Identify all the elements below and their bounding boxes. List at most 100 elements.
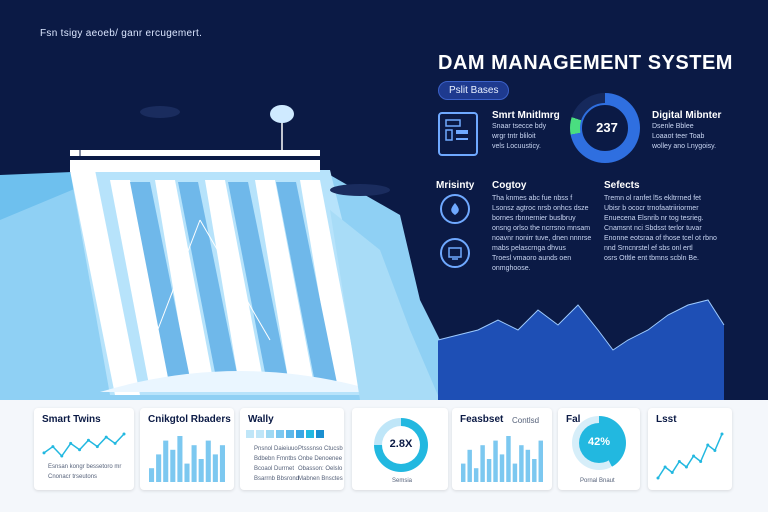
fail-value: 42% bbox=[587, 436, 611, 448]
bar bbox=[191, 445, 197, 482]
data-point bbox=[684, 465, 688, 469]
control-readers-title: Cnikgtol Rbaders bbox=[148, 414, 231, 425]
data-point bbox=[122, 432, 126, 436]
last-title: Lsst bbox=[656, 414, 677, 425]
control-readers-chart bbox=[149, 436, 225, 482]
data-point bbox=[78, 448, 82, 452]
series-line bbox=[43, 433, 125, 458]
bar bbox=[499, 454, 505, 482]
wally-row: Bcoaol Durrnet bbox=[254, 466, 295, 472]
bar bbox=[538, 440, 543, 482]
data-point bbox=[720, 432, 724, 436]
bar bbox=[519, 445, 524, 482]
wally-row: Pnsnol Daieiuuo bbox=[254, 446, 298, 452]
data-point bbox=[42, 451, 46, 455]
wally-title: Wally bbox=[248, 414, 274, 425]
page-title: DAM MANAGEMENT SYSTEM bbox=[438, 52, 733, 74]
fail-title: Fal bbox=[566, 414, 581, 425]
bar bbox=[480, 445, 485, 482]
data-point bbox=[86, 438, 90, 442]
mrisinty-label: Mrisinty bbox=[436, 180, 475, 191]
data-point bbox=[677, 460, 681, 463]
feasibility-chart bbox=[461, 436, 543, 482]
bar bbox=[170, 449, 176, 482]
smart-twins-chart bbox=[42, 432, 126, 458]
feasibility-card[interactable]: Feasbset Contlsd bbox=[452, 408, 552, 490]
wally-row: Bsarrnb Bbsrond bbox=[254, 476, 300, 482]
bar bbox=[473, 468, 479, 482]
ratio-card[interactable]: 2.8X Semsia bbox=[352, 408, 448, 490]
bar bbox=[461, 463, 466, 482]
ratio-ring: 2.8X bbox=[374, 418, 428, 472]
data-point bbox=[713, 449, 717, 452]
fail-caption: Pornal Bnaut bbox=[580, 478, 615, 484]
monitor-icon bbox=[440, 238, 470, 268]
pilot-bases-button[interactable]: Pslit Bases bbox=[438, 81, 510, 100]
feasibility-title: Feasbset bbox=[460, 414, 504, 425]
bar bbox=[525, 449, 531, 482]
wally-squares bbox=[246, 430, 324, 438]
bar bbox=[177, 436, 183, 482]
smart-monitoring-title: Smrt Mnitlmrg bbox=[492, 110, 560, 121]
mountain-graphic bbox=[438, 299, 725, 400]
data-point bbox=[699, 460, 703, 463]
document-icon bbox=[438, 112, 478, 156]
data-point bbox=[656, 476, 660, 480]
bar bbox=[184, 463, 190, 482]
wally-row: Obasson: Oelslo bbox=[298, 466, 343, 472]
legend-item: Esnsan kongr bessetoro mr bbox=[48, 464, 122, 470]
wally-row: Onbe Denoenee bbox=[298, 456, 343, 462]
wally-row: Mabnen Bnsctes bbox=[298, 476, 343, 482]
data-point bbox=[692, 454, 696, 458]
digital-title: Digital Mibnter bbox=[652, 110, 722, 121]
bar bbox=[198, 459, 204, 482]
fail-ring: 42% bbox=[572, 416, 626, 470]
bar bbox=[532, 459, 537, 482]
data-point bbox=[60, 454, 64, 458]
gauge-value: 237 bbox=[596, 120, 618, 135]
feasibility-subtitle: Contlsd bbox=[512, 416, 540, 425]
smart-twins-card[interactable]: Smart Twins Esnsan kongr bessetoro mr Cn… bbox=[34, 408, 134, 490]
bar bbox=[219, 445, 225, 482]
fail-card[interactable]: Fal 42% Pornal Bnaut bbox=[558, 408, 640, 490]
bar bbox=[163, 440, 169, 482]
hero-tagline: Fsn tsigy aeoeb/ ganr ercugemert. bbox=[40, 28, 203, 39]
smart-twins-title: Smart Twins bbox=[42, 414, 101, 425]
bar bbox=[506, 436, 511, 482]
wally-card[interactable]: Wally Pnsnol Daieiuuo Bdbebn Fmntbs Bcoa… bbox=[240, 408, 344, 490]
control-readers-card[interactable]: Cnikgtol Rbaders bbox=[140, 408, 234, 490]
last-card[interactable]: Lsst bbox=[648, 408, 732, 490]
data-point bbox=[69, 441, 73, 445]
water-drop-icon bbox=[440, 194, 470, 224]
bar bbox=[493, 440, 498, 482]
data-point bbox=[113, 441, 117, 445]
digital-text: Dsenle Bblee Loaaot teer Toab wolley ano… bbox=[652, 123, 717, 150]
wally-row: Ptsssnso Ctucsb bbox=[298, 446, 343, 452]
data-point bbox=[670, 471, 674, 474]
bar bbox=[205, 440, 211, 482]
bar bbox=[467, 449, 472, 482]
bar bbox=[149, 468, 155, 482]
data-point bbox=[95, 445, 99, 449]
dam-illustration bbox=[0, 105, 440, 400]
copy-title: Cogtoy bbox=[492, 180, 527, 191]
select-text: Tremn ol ranfet l5s ekltrrned fet Ubisr … bbox=[604, 195, 717, 262]
data-point bbox=[51, 445, 55, 449]
hero-panel: Fsn tsigy aeoeb/ ganr ercugemert. DAM MA… bbox=[0, 0, 768, 400]
data-point bbox=[104, 435, 108, 439]
legend-item: Cnonacr trseutons bbox=[48, 474, 98, 480]
ratio-value: 2.8X bbox=[389, 438, 413, 450]
bar bbox=[486, 459, 492, 482]
bar bbox=[156, 454, 162, 482]
status-gauge: 237 bbox=[570, 93, 640, 163]
wally-row: Bdbebn Fmntbs bbox=[254, 456, 297, 462]
data-point bbox=[663, 465, 667, 469]
smart-monitoring-text: Snaar tsecce bdy wrgr tntr bliloit vels … bbox=[492, 123, 547, 150]
copy-text: Tha knmes abc fue nbss f Lsonsz agtroc n… bbox=[492, 195, 592, 272]
last-chart bbox=[656, 432, 724, 480]
series-line bbox=[657, 433, 723, 479]
bar bbox=[212, 454, 218, 482]
select-title: Sefects bbox=[604, 180, 640, 191]
data-point bbox=[706, 443, 710, 447]
bar bbox=[512, 463, 518, 482]
